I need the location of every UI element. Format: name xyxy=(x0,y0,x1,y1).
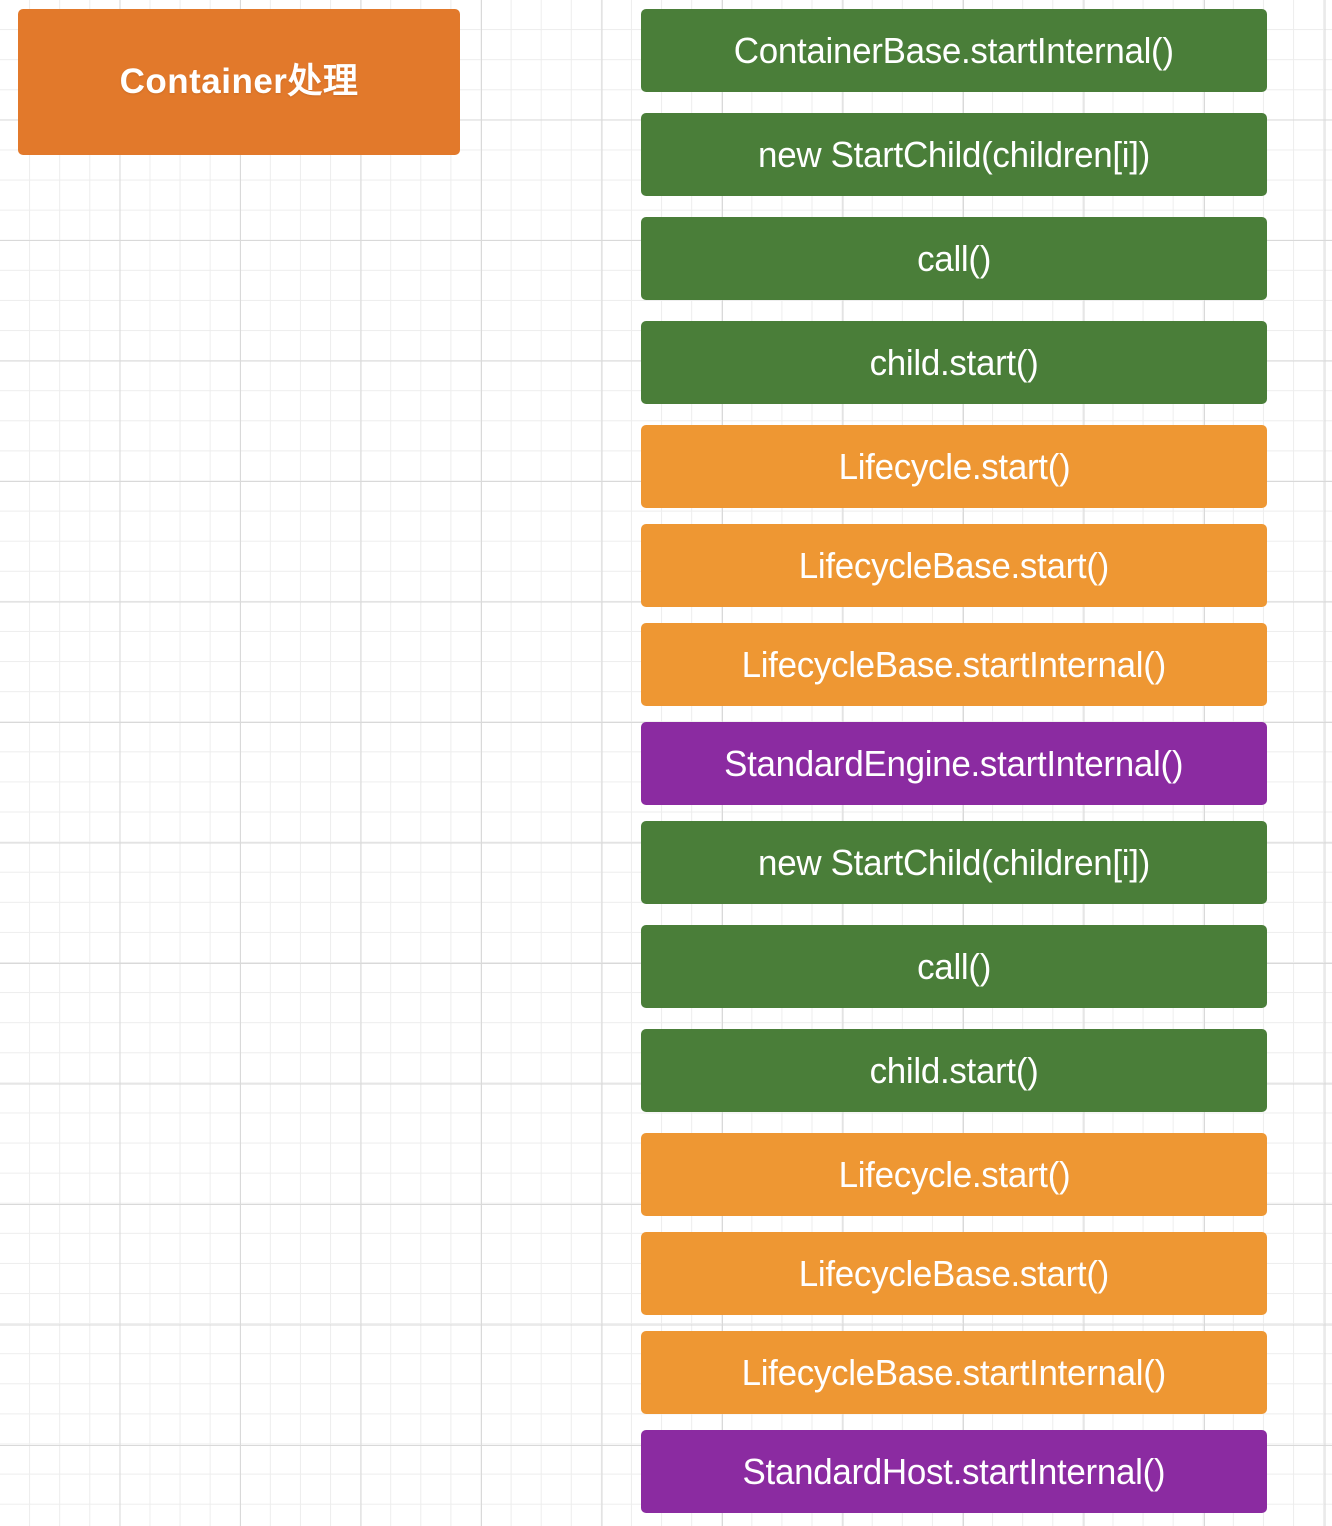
step-box[interactable]: LifecycleBase.start() xyxy=(641,524,1267,607)
title-card-container-processing[interactable]: Container处理 xyxy=(18,9,460,155)
step-box[interactable]: LifecycleBase.startInternal() xyxy=(641,623,1267,706)
step-box[interactable]: child.start() xyxy=(641,1029,1267,1112)
step-box[interactable]: ContainerBase.startInternal() xyxy=(641,9,1267,92)
step-box-label: Lifecycle.start() xyxy=(838,1153,1070,1195)
step-box[interactable]: call() xyxy=(641,217,1267,300)
step-box-label: call() xyxy=(917,237,991,279)
step-box[interactable]: StandardHost.startInternal() xyxy=(641,1430,1267,1513)
step-box[interactable]: LifecycleBase.startInternal() xyxy=(641,1331,1267,1414)
step-box[interactable]: Lifecycle.start() xyxy=(641,1133,1267,1216)
step-box-label: Lifecycle.start() xyxy=(838,445,1070,487)
step-box-label: LifecycleBase.startInternal() xyxy=(741,643,1167,685)
step-box[interactable]: call() xyxy=(641,925,1267,1008)
step-box-label: LifecycleBase.start() xyxy=(798,1252,1110,1294)
step-box[interactable]: LifecycleBase.start() xyxy=(641,1232,1267,1315)
step-box-label: child.start() xyxy=(869,1049,1039,1091)
step-box[interactable]: child.start() xyxy=(641,321,1267,404)
step-box[interactable]: new StartChild(children[i]) xyxy=(641,113,1267,196)
title-card-label: Container处理 xyxy=(119,61,359,101)
step-box-label: StandardEngine.startInternal() xyxy=(724,742,1184,784)
step-box[interactable]: new StartChild(children[i]) xyxy=(641,821,1267,904)
step-box-label: LifecycleBase.start() xyxy=(798,544,1110,586)
step-box-label: call() xyxy=(917,945,991,987)
step-box-label: LifecycleBase.startInternal() xyxy=(741,1351,1167,1393)
step-box[interactable]: Lifecycle.start() xyxy=(641,425,1267,508)
step-box-label: StandardHost.startInternal() xyxy=(742,1450,1166,1492)
step-box[interactable]: StandardEngine.startInternal() xyxy=(641,722,1267,805)
step-box-label: child.start() xyxy=(869,341,1039,383)
step-box-label: ContainerBase.startInternal() xyxy=(734,29,1174,71)
step-sequence-column: ContainerBase.startInternal() new StartCh… xyxy=(641,0,1267,1526)
step-box-label: new StartChild(children[i]) xyxy=(758,841,1150,883)
step-box-label: new StartChild(children[i]) xyxy=(758,133,1150,175)
